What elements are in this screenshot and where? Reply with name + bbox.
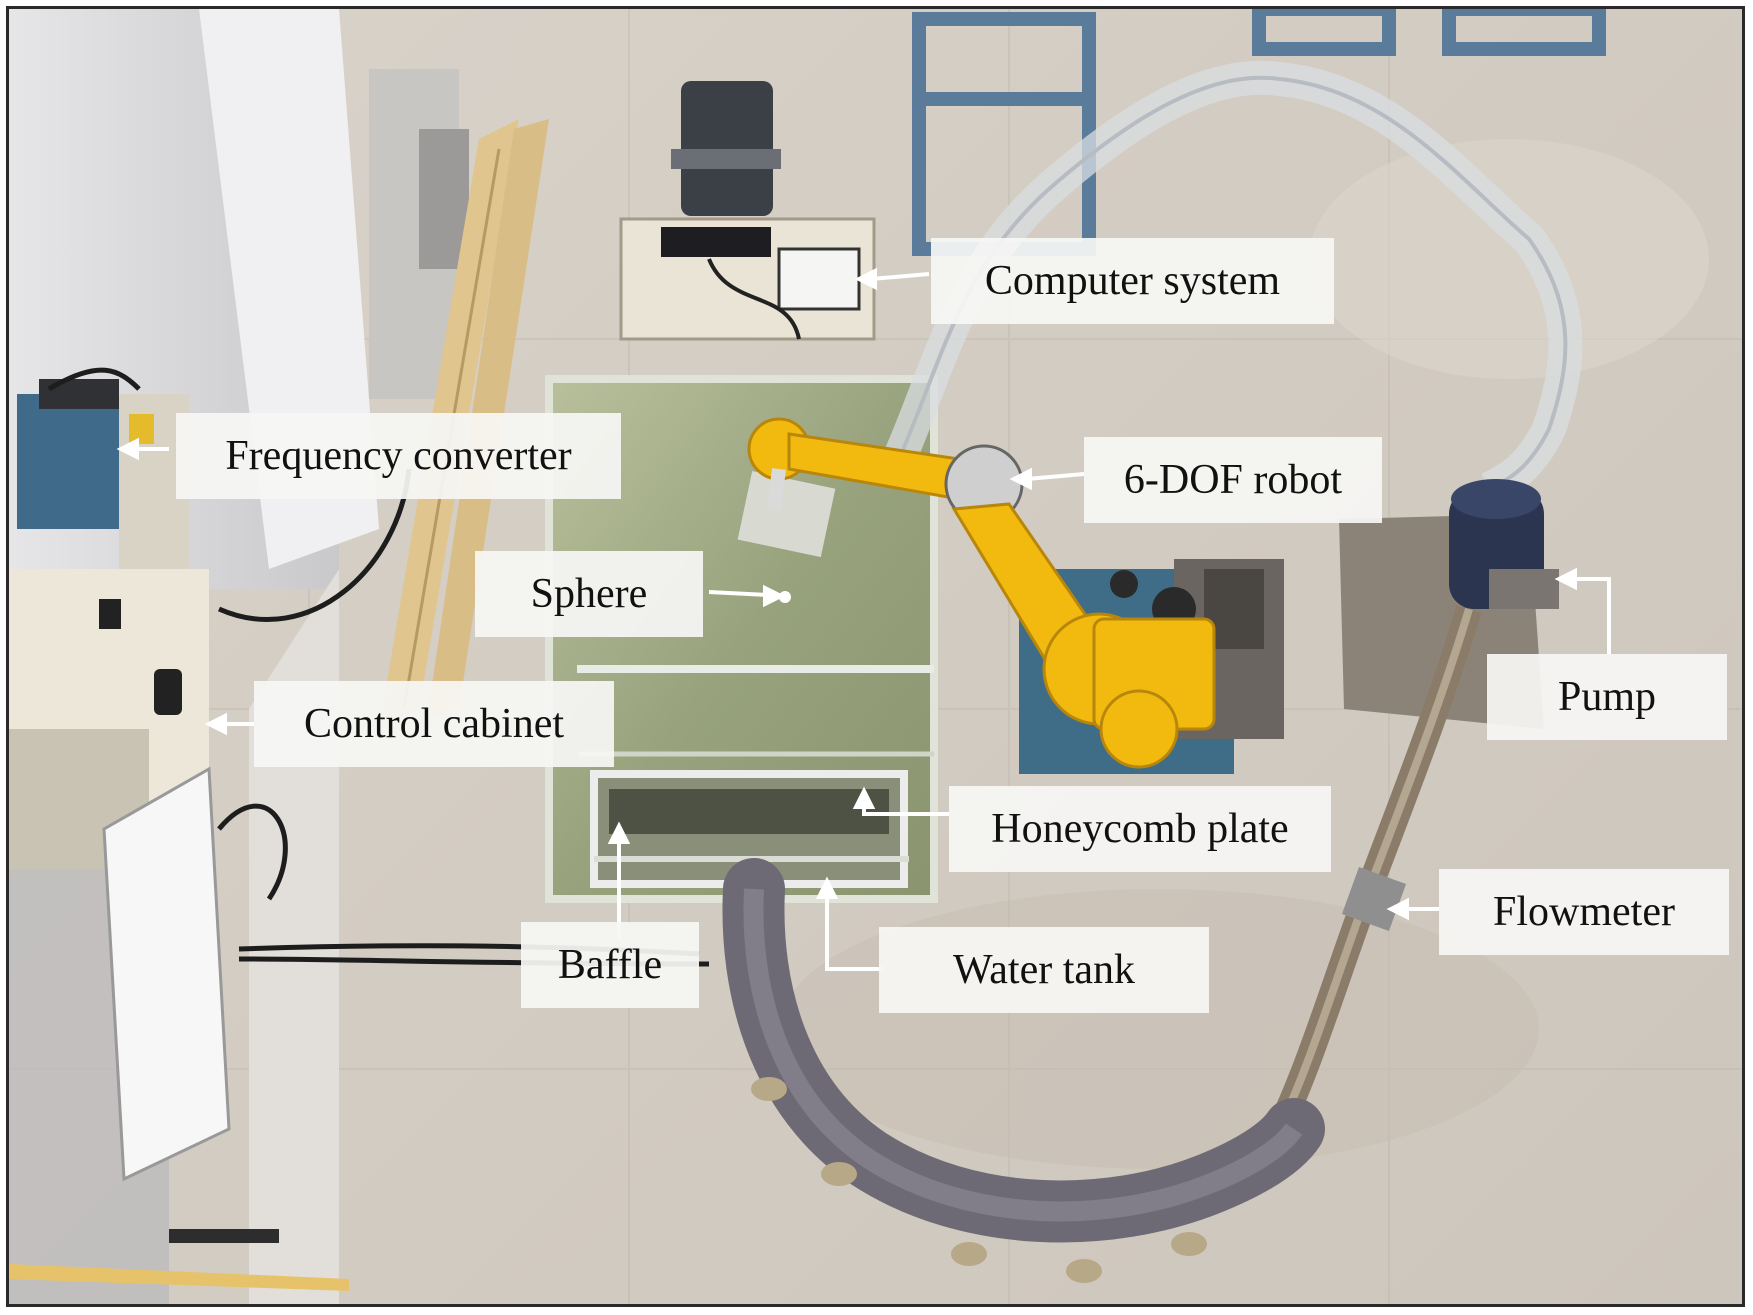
photo-frame: Computer system Frequency converter 6-DO… [6,6,1745,1307]
label-sphere: Sphere [475,551,703,637]
computer-desk [619,217,876,341]
label-6dof-robot: 6-DOF robot [1084,437,1382,523]
label-baffle: Baffle [521,922,699,1008]
lab-photo [9,9,1742,1304]
label-control-cabinet: Control cabinet [254,681,614,767]
return-hose [722,858,1325,1243]
hose-supports [751,1077,1207,1283]
chair [671,81,781,216]
label-pump: Pump [1487,654,1727,740]
label-water-tank: Water tank [879,927,1209,1013]
pointer-arrows [116,267,1611,971]
steel-frame [912,9,1606,256]
robot-arm [747,417,1216,769]
label-computer-system: Computer system [931,238,1334,324]
label-flowmeter: Flowmeter [1439,869,1729,955]
label-frequency-converter: Frequency converter [176,413,621,499]
floor-rails [9,1229,349,1291]
label-honeycomb-plate: Honeycomb plate [949,786,1331,872]
steel-pipe [1267,605,1482,1135]
